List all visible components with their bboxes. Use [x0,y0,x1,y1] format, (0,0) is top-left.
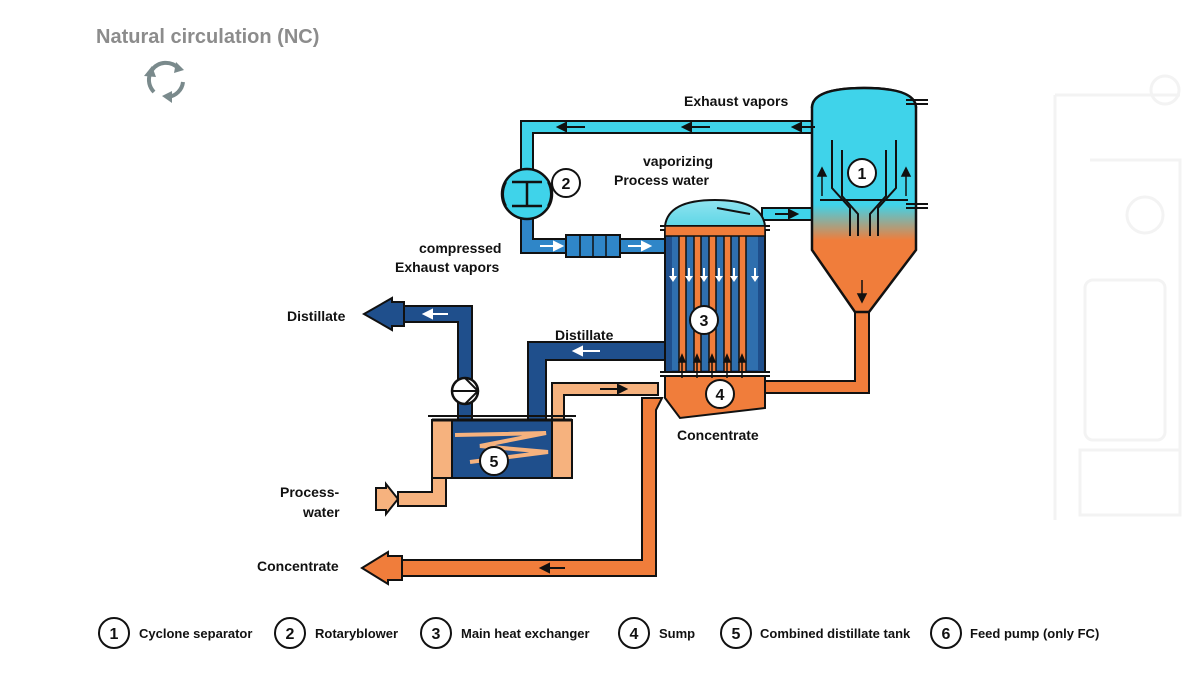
distillate-pipe-label: Distillate [555,327,614,343]
legend-item-1: 1 Cyclone separator [98,617,252,649]
svg-text:3: 3 [432,626,441,643]
marker-1: 1 [847,158,877,188]
svg-text:Main heat exchanger: Main heat exchanger [461,626,590,641]
process-water-top-label: Process water [614,172,709,188]
process-water-label-2: water [302,504,340,520]
marker-3: 3 [689,305,719,335]
svg-text:4: 4 [716,387,725,404]
diagram-labels: Exhaust vapors vaporizing Process water … [257,93,788,574]
process-water-label-1: Process- [280,484,339,500]
svg-text:2: 2 [286,626,295,643]
svg-text:1: 1 [858,166,867,183]
marker-4: 4 [705,379,735,409]
svg-text:2: 2 [562,176,571,193]
svg-text:3: 3 [700,313,709,330]
distillate-pump [450,376,480,406]
rotary-blower [500,167,554,221]
concentrate-out-label: Concentrate [257,558,339,574]
legend-item-5: 5 Combined distillate tank [720,617,911,649]
flow-arrows [421,121,815,574]
svg-text:Combined distillate tank: Combined distillate tank [760,626,911,641]
concentrate-label: Concentrate [677,427,759,443]
compressed-label: compressed [419,240,501,256]
compressed-exhaust-label: Exhaust vapors [395,259,499,275]
distillate-out-label: Distillate [287,308,346,324]
distillate-pipes [361,296,669,421]
background-schematic [1053,74,1182,520]
svg-text:Feed pump (only FC): Feed pump (only FC) [970,626,1099,641]
legend-item-3: 3 Main heat exchanger [420,617,590,649]
svg-text:Rotaryblower: Rotaryblower [315,626,398,641]
svg-text:5: 5 [732,626,741,643]
marker-2: 2 [551,168,581,198]
svg-text:1: 1 [110,626,119,643]
legend-item-4: 4 Sump [618,617,695,649]
main-heat-exchanger [660,198,770,377]
marker-5: 5 [479,446,509,476]
page-title: Natural circulation (NC) [96,26,319,48]
svg-text:6: 6 [942,626,951,643]
sump [664,353,766,420]
svg-text:Sump: Sump [659,626,695,641]
component-markers: 1 2 3 4 5 [479,158,877,476]
legend-item-2: 2 Rotaryblower [274,617,398,649]
cycle-icon [144,60,185,103]
cyclone-separator [810,86,928,314]
vaporizing-label: vaporizing [643,153,713,169]
svg-text:4: 4 [630,626,639,643]
svg-text:5: 5 [490,454,499,471]
exhaust-vapors-label: Exhaust vapors [684,93,788,109]
legend-item-6: 6 Feed pump (only FC) [930,617,1099,649]
legend: 1 Cyclone separator 2 Rotaryblower 3 Mai… [98,617,1099,649]
svg-text:Cyclone separator: Cyclone separator [139,626,252,641]
